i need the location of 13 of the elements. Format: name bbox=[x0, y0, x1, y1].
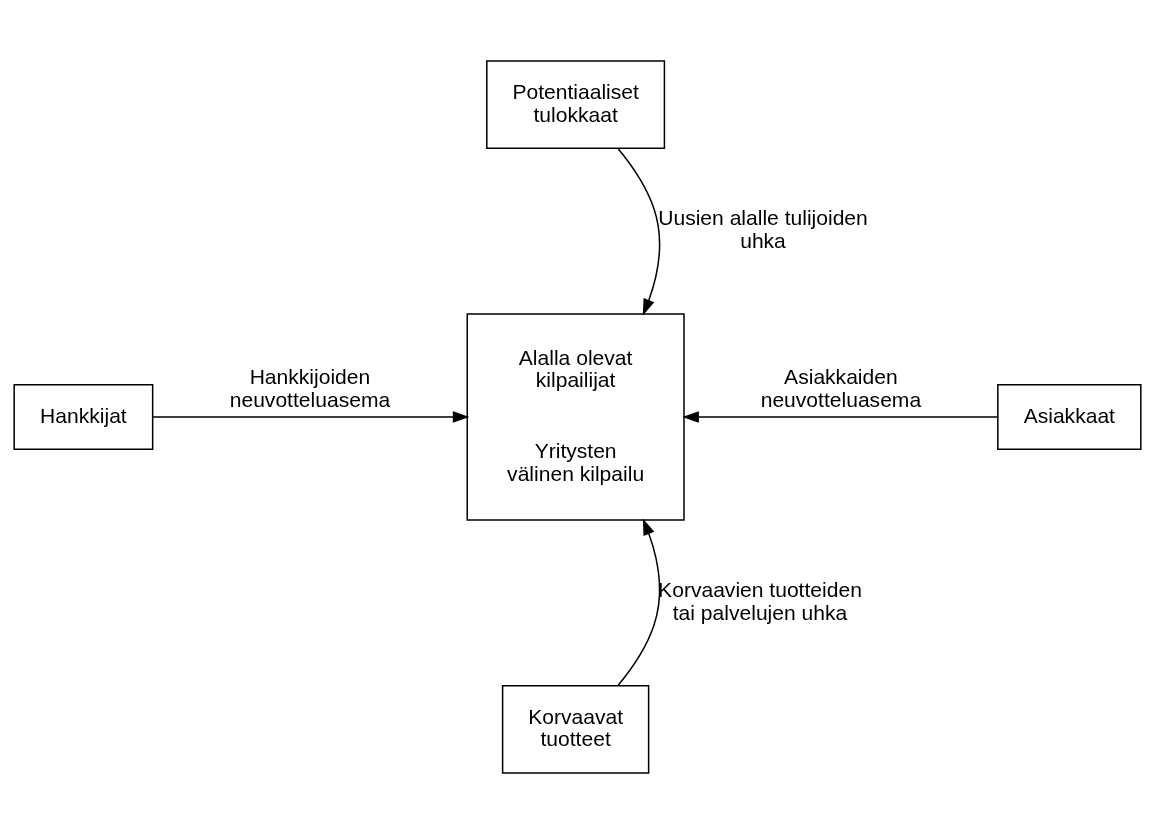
node-box: Hankkijat bbox=[13, 383, 154, 451]
node-box: Alalla olevat kilpailijat Yritysten välinen kilpailu bbox=[466, 313, 685, 521]
edge-label: Uusien alalle tulijoiden uhka bbox=[658, 206, 868, 252]
arrow bbox=[617, 518, 661, 686]
edge-label: Korvaavien tuotteiden tai palvelujen uhka bbox=[658, 578, 862, 624]
arrow bbox=[617, 148, 661, 316]
edge-label: Hankkijoiden neuvotteluasema bbox=[229, 365, 391, 411]
node-box: Potentiaaliset tulokkaat bbox=[486, 60, 666, 150]
node-box: Korvaavat tuotteet bbox=[501, 684, 650, 774]
arrow bbox=[152, 411, 470, 423]
arrow bbox=[682, 411, 999, 423]
edge-label: Asiakkaiden neuvotteluasema bbox=[760, 365, 922, 411]
node-box: Asiakkaat bbox=[997, 383, 1142, 451]
